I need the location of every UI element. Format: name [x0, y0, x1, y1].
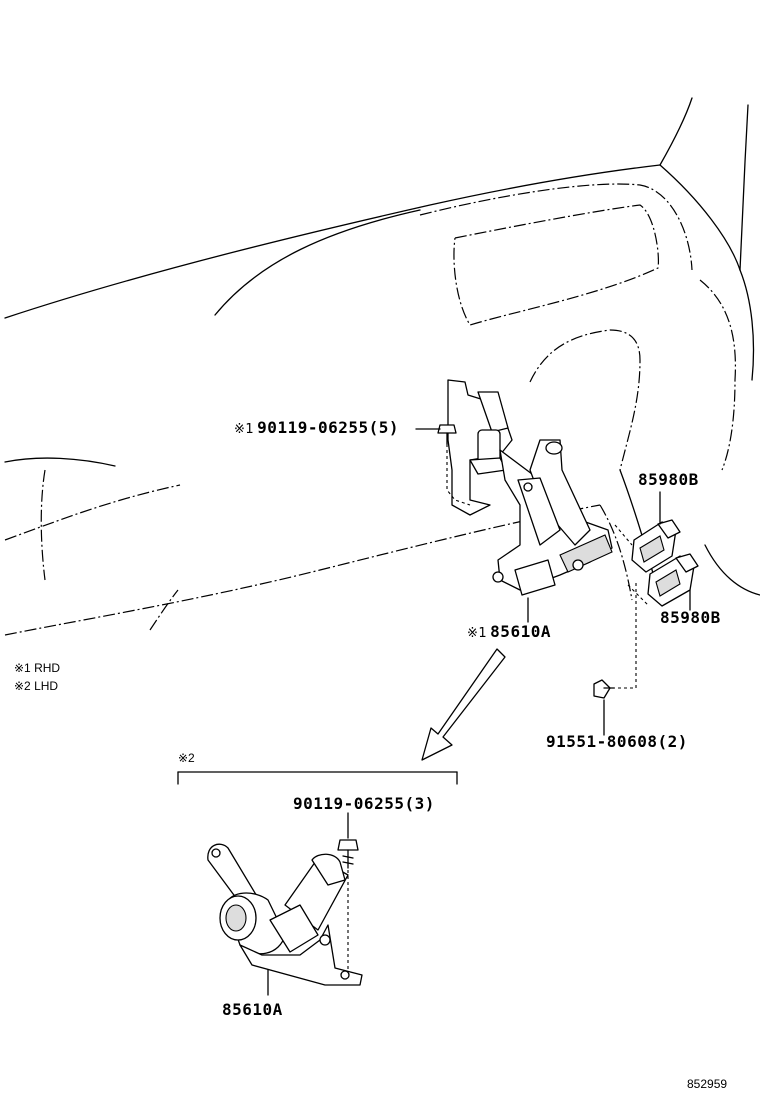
part-number: 85610A	[490, 622, 551, 641]
callout-bolt-connector: 91551-80608(2)	[546, 732, 688, 751]
bolt-91551-icon	[593, 679, 615, 699]
legend-mark: ※2	[14, 679, 31, 693]
part-number: 90119-06255(3)	[293, 794, 435, 813]
bolt-lhd-icon	[337, 839, 359, 975]
rhd-mark: ※1	[467, 626, 488, 641]
legend-text: LHD	[34, 679, 59, 693]
connector-lower-icon	[647, 553, 699, 607]
callout-connector-upper: 85980B	[638, 470, 699, 489]
legend-rhd: ※1 RHD	[14, 661, 60, 675]
legend-mark: ※1	[14, 661, 31, 675]
lhd-section-mark: ※2	[178, 751, 195, 765]
direction-arrow	[421, 648, 506, 761]
lhd-sensor-assembly	[207, 843, 363, 986]
part-number: 85610A	[222, 1000, 283, 1019]
part-number: 85980B	[638, 470, 699, 489]
legend-text: RHD	[34, 661, 61, 675]
part-number: 90119-06255(5)	[257, 418, 400, 437]
lhd-bracket-frame	[177, 771, 458, 785]
bolt-rhd-icon	[437, 424, 471, 506]
part-number: 91551-80608(2)	[546, 732, 688, 751]
callout-connector-lower: 85980B	[660, 608, 721, 627]
figure-id: 852959	[687, 1077, 728, 1091]
legend-lhd: ※2 LHD	[14, 679, 58, 693]
rhd-sensor-assembly	[447, 379, 613, 596]
callout-bolt-lhd: 90119-06255(3)	[293, 794, 435, 813]
rhd-mark: ※1	[234, 422, 255, 437]
callout-bracket-lhd: 85610A	[222, 1000, 283, 1019]
connector-upper-icon	[631, 519, 681, 573]
leader-lines	[267, 428, 691, 996]
part-number: 85980B	[660, 608, 721, 627]
